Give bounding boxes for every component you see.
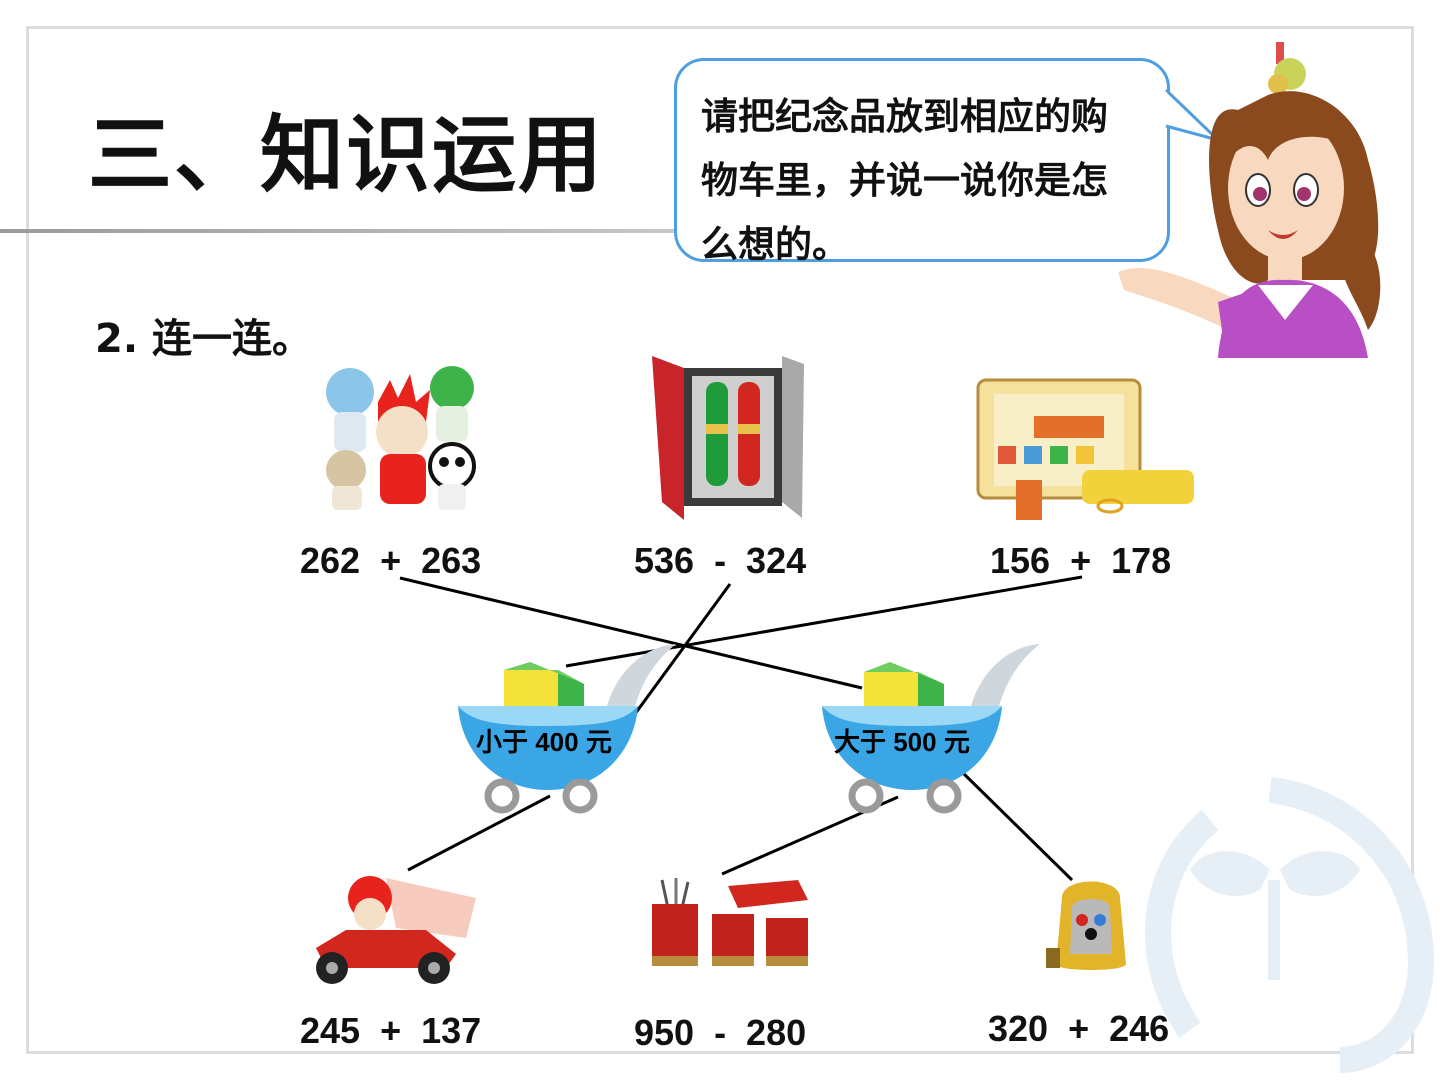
line-under400-to-245 <box>407 794 551 872</box>
stationery-set-icon <box>976 378 1194 520</box>
mascot-dolls-icon <box>326 366 476 510</box>
line-262-to-over500 <box>399 576 863 690</box>
pen-gift-box-icon <box>652 356 804 520</box>
speech-bubble: 请把纪念品放到相应的购物车里，并说一说你是怎么想的。 <box>674 58 1170 266</box>
slide-frame <box>26 26 1414 1054</box>
shopping-cart-icon <box>458 644 676 814</box>
teacher-character-icon <box>1118 42 1381 358</box>
expression-320-plus-246: 320 + 246 <box>988 1008 1170 1049</box>
expression-536-minus-324: 536 - 324 <box>634 540 807 581</box>
exercise-title: 2. 连一连。 <box>95 316 312 362</box>
expression-245-plus-137: 245 + 137 <box>300 1010 482 1051</box>
expression-156-plus-178: 156 + 178 <box>990 540 1172 581</box>
backpack-icon <box>1046 881 1126 970</box>
cart-label-under-400: 小于 400 元 <box>476 727 612 757</box>
cart-label-over-500: 大于 500 元 <box>834 727 970 757</box>
expression-950-minus-280: 950 - 280 <box>634 1012 807 1053</box>
speech-bubble-text: 请把纪念品放到相应的购物车里，并说一说你是怎么想的。 <box>701 95 1108 266</box>
page-title: 三、知识运用 <box>88 106 605 204</box>
line-536-to-under400 <box>630 583 732 719</box>
toy-race-car-icon <box>316 876 476 984</box>
shopping-cart-icon <box>822 644 1040 814</box>
watermark-logo-icon <box>1145 777 1434 1073</box>
expression-262-plus-263: 262 + 263 <box>300 540 482 581</box>
header-rule <box>0 229 690 233</box>
pen-holder-set-icon <box>652 878 808 966</box>
line-over500-to-320 <box>960 770 1074 882</box>
